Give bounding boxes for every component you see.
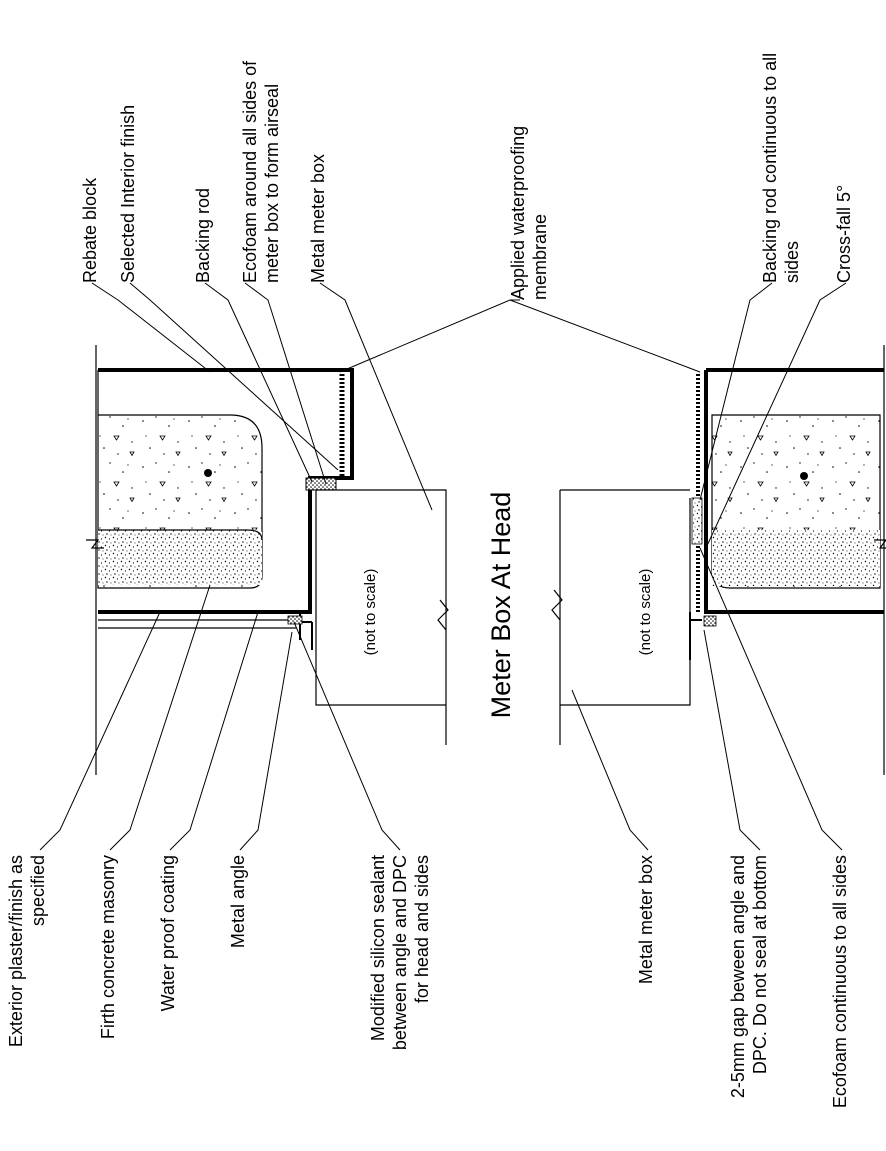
label-firth-masonry: Firth concrete masonry [98, 855, 118, 1039]
backing-rod-right [691, 497, 703, 545]
label-silicon-sealant-1: Modified silicon sealant [368, 855, 388, 1041]
leader-lines [39, 282, 847, 851]
label-backing-rod-continuous-1: Backing rod continuous to all [760, 53, 780, 283]
label-metal-meter-box-bottom: Metal meter box [636, 855, 656, 984]
label-cross-fall: Cross-fall 5° [834, 185, 854, 283]
label-ecofoam-continuous: Ecofoam continuous to all sides [830, 855, 850, 1108]
top-labels: Rebate block Selected Interior finish Ba… [80, 53, 854, 300]
drawing-title: Meter Box At Head [486, 492, 516, 719]
right-section-detail: (not to scale) [551, 345, 886, 775]
label-rebate-block: Rebate block [80, 177, 100, 283]
bottom-labels: Exterior plaster/finish as specified Fir… [6, 855, 850, 1108]
label-backing-rod: Backing rod [193, 188, 213, 283]
label-exterior-plaster-1: Exterior plaster/finish as [6, 855, 26, 1047]
label-backing-rod-continuous-2: sides [782, 241, 802, 283]
label-ecofoam-airseal-2: meter box to form airseal [262, 84, 282, 283]
label-metal-angle: Metal angle [228, 855, 248, 948]
masonry-outline-right [704, 368, 884, 614]
silicon-sealant-bead [287, 615, 303, 625]
label-metal-meter-box-top: Metal meter box [308, 154, 328, 283]
not-to-scale-right: (not to scale) [637, 569, 654, 656]
label-applied-membrane-2: membrane [530, 214, 550, 300]
not-to-scale-left: (not to scale) [362, 569, 379, 656]
label-applied-membrane-1: Applied waterproofing [508, 126, 528, 300]
label-gap-2: DPC. Do not seal at bottom [750, 855, 770, 1074]
grout-band [98, 530, 262, 585]
grout-band-right [712, 530, 880, 586]
left-section-detail: (not to scale) [86, 345, 449, 775]
label-water-proof-coating: Water proof coating [158, 855, 178, 1011]
reinforcing-bar [204, 469, 212, 477]
label-silicon-sealant-2: between angle and DPC [390, 855, 410, 1050]
label-exterior-plaster-2: specified [28, 855, 48, 926]
label-silicon-sealant-3: for head and sides [412, 855, 432, 1003]
label-ecofoam-airseal-1: Ecofoam around all sides of [240, 60, 260, 283]
meter-box-outline [316, 489, 447, 745]
label-selected-interior-finish: Selected Interior finish [118, 105, 138, 283]
label-gap-1: 2-5mm gap beween angle and [728, 855, 748, 1098]
